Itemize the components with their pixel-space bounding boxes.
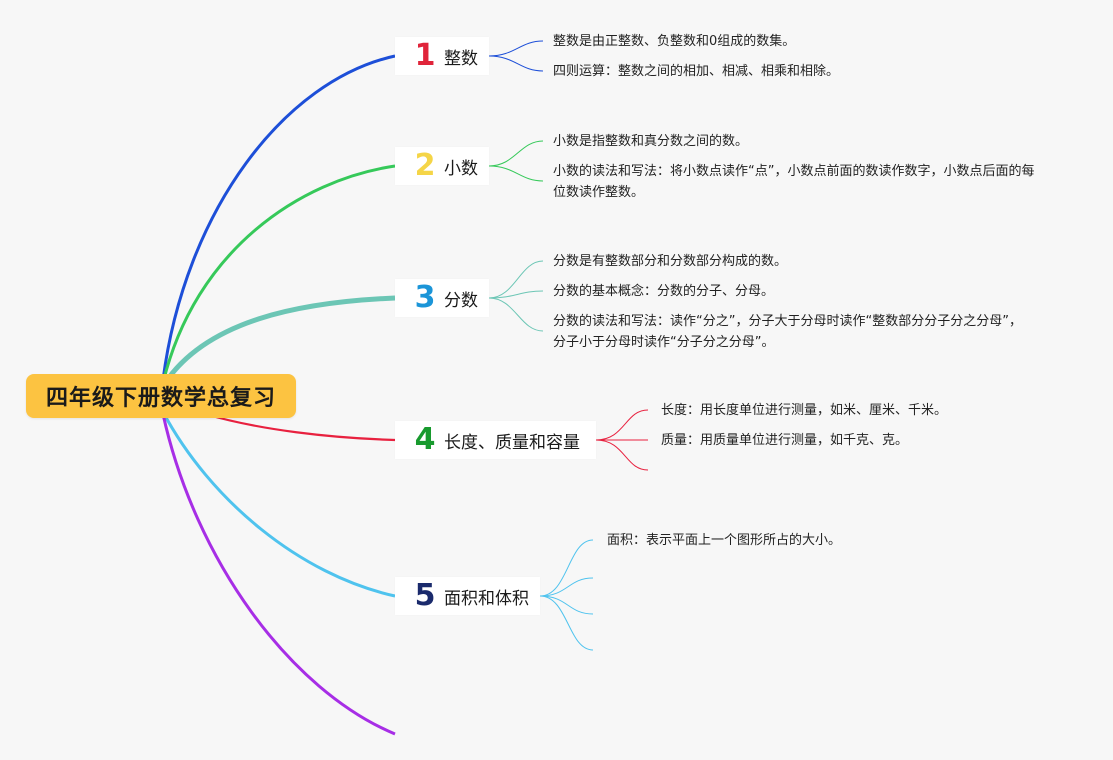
leaf-topic[interactable]: 分数是有整数部分和分数部分构成的数。	[553, 254, 788, 269]
leaf-topic[interactable]: 长度：用长度单位进行测量，如米、厘米、千米。	[661, 403, 948, 418]
branch-number-badge: 1	[414, 38, 436, 73]
leaf-connector-5b	[539, 577, 594, 597]
branch-label: 分数	[444, 290, 478, 311]
leaf-topic[interactable]: 四则运算：整数之间的相加、相减、相乘和相除。	[553, 64, 840, 79]
root-connector-4	[204, 412, 396, 442]
leaf-connector-2a	[488, 140, 544, 167]
branch-label: 小数	[444, 158, 478, 179]
branch-number-badge: 4	[414, 422, 436, 457]
leaf-connector-1b	[488, 55, 544, 72]
leaf-connector-3c	[488, 297, 544, 332]
leaf-topic[interactable]: 分数的基本概念：分数的分子、分母。	[553, 284, 775, 299]
branch-number-badge: 5	[414, 578, 436, 613]
branch-topic-length-mass-capacity[interactable]: 4 长度、质量和容量	[395, 421, 596, 459]
root-connector-2	[161, 164, 396, 384]
leaf-connector-5a	[539, 539, 594, 597]
branch-number-badge: 2	[414, 148, 436, 183]
branch-topic-decimals[interactable]: 2 小数	[395, 147, 489, 185]
root-connector-5	[161, 411, 396, 598]
leaf-topic[interactable]: 小数的读法和写法：将小数点读作“点”，小数点前面的数读作数字，小数点后面的每位数…	[553, 164, 1035, 200]
leaf-topic[interactable]: 面积：表示平面上一个图形所占的大小。	[607, 533, 842, 548]
branch-topic-fractions[interactable]: 3 分数	[395, 279, 489, 317]
leaf-connector-3b	[488, 290, 544, 299]
root-connector-3	[160, 295, 396, 388]
leaf-topic[interactable]: 质量：用质量单位进行测量，如千克、克。	[661, 433, 909, 448]
leaf-connector-4c	[595, 439, 649, 471]
leaf-topic[interactable]: 小数是指整数和真分数之间的数。	[553, 134, 749, 149]
leaf-connector-5c	[539, 595, 594, 615]
root-topic-label: 四年级下册数学总复习	[45, 386, 276, 411]
root-connector-extra	[161, 413, 396, 736]
leaf-connector-5d	[539, 595, 594, 651]
branch-label: 整数	[444, 48, 478, 69]
branch-topic-integers[interactable]: 1 整数	[395, 37, 489, 75]
branch-number-badge: 3	[414, 280, 436, 315]
leaf-topic[interactable]: 整数是由正整数、负整数和0组成的数集。	[553, 34, 796, 49]
root-connector-1	[161, 54, 396, 381]
branch-topic-area-volume[interactable]: 5 面积和体积	[395, 577, 540, 615]
branch-label: 长度、质量和容量	[444, 432, 580, 453]
branch-label: 面积和体积	[444, 588, 529, 609]
leaf-topic[interactable]: 分数的读法和写法：读作“分之”，分子大于分母时读作“整数部分分子分之分母”，分子…	[553, 314, 1022, 350]
leaf-connector-1a	[488, 40, 544, 57]
leaf-connector-4a	[595, 409, 649, 441]
leaf-connector-2b	[488, 165, 544, 182]
root-topic[interactable]: 四年级下册数学总复习	[26, 374, 296, 418]
leaf-connector-3a	[488, 260, 544, 299]
